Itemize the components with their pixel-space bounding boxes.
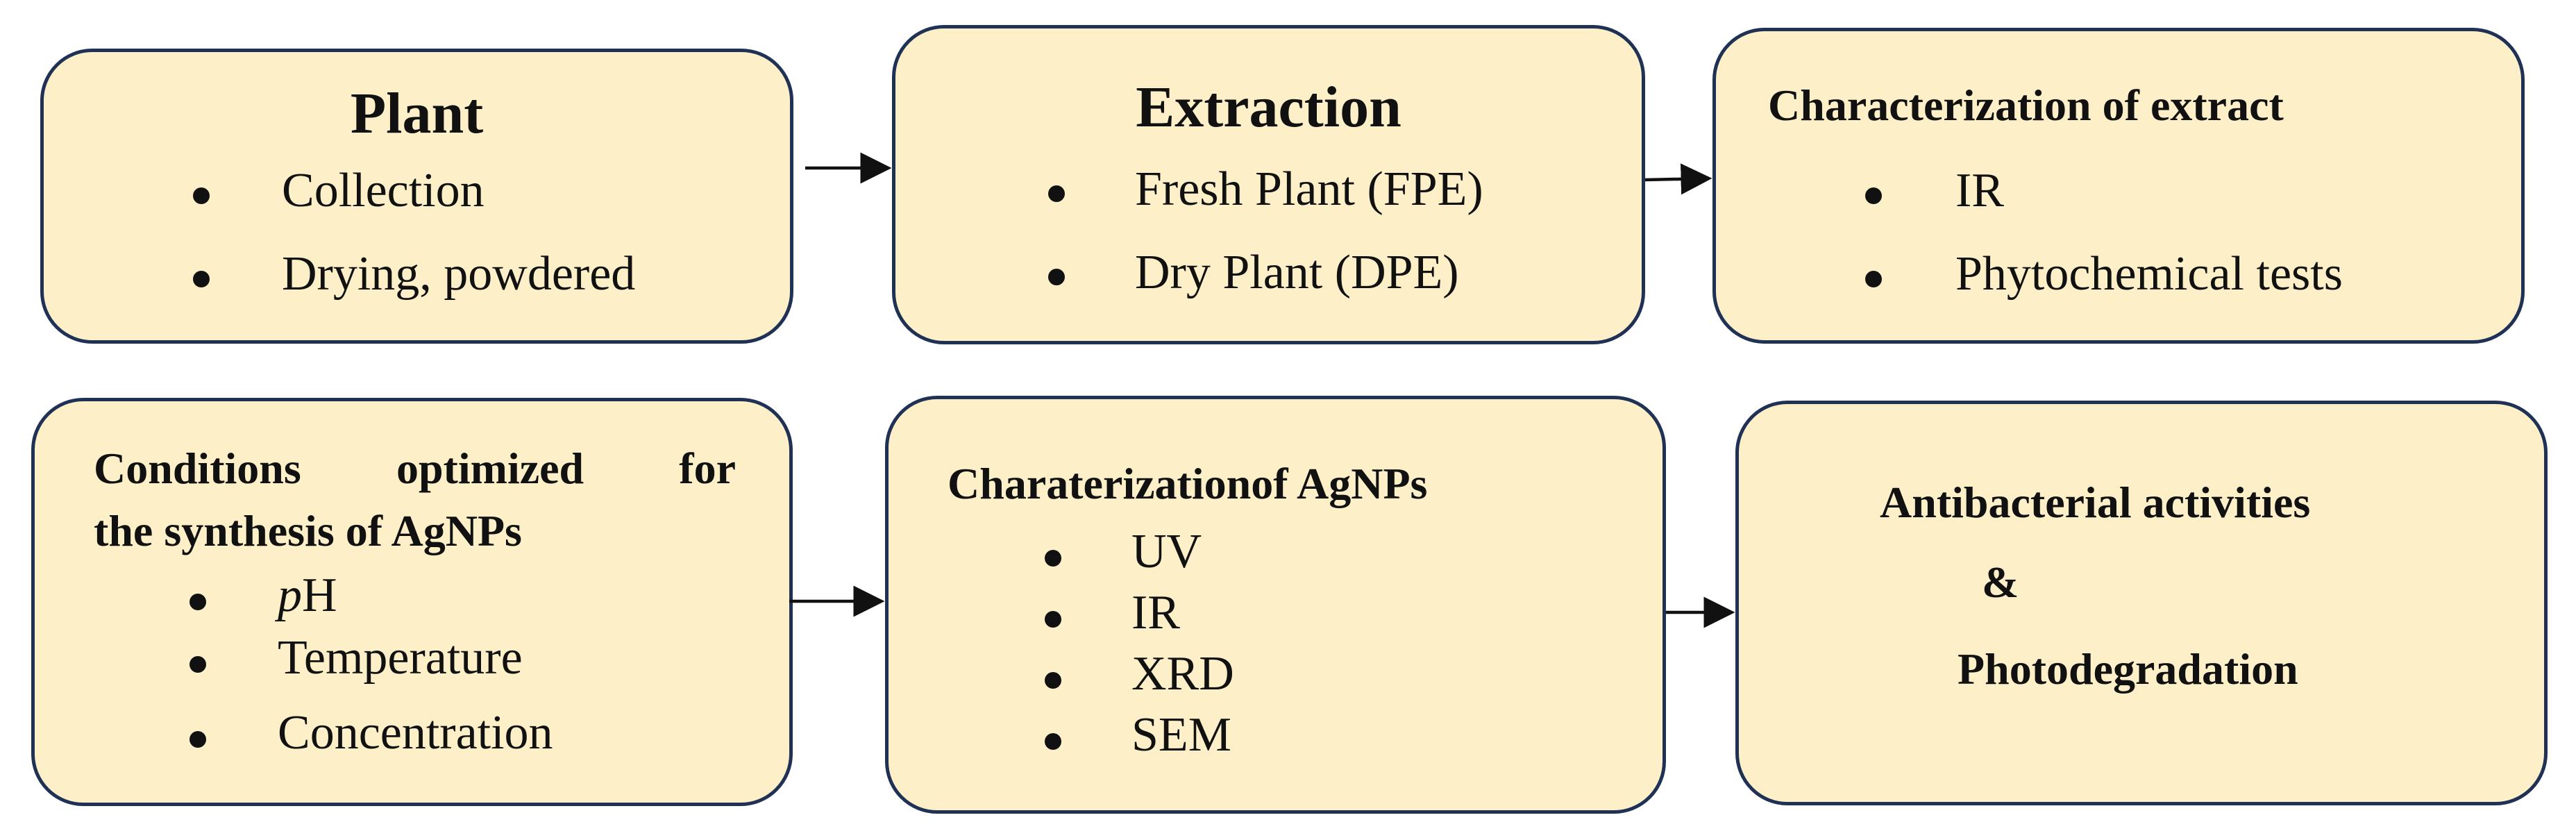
plant-item-collection: Collection (282, 164, 485, 217)
conditions-item-temperature: Temperature (278, 631, 523, 685)
conditions-item-ph: pH (278, 569, 337, 622)
ph-prefix: p (278, 569, 302, 622)
plant-box: Plant Collection Drying, powdered (40, 49, 793, 344)
outcomes-box: Antibacterial activities & Photodegradat… (1735, 401, 2548, 805)
char-agnps-item-xrd: XRD (1131, 647, 1234, 701)
extraction-title: Extraction (1136, 75, 1401, 140)
bullet-icon (1865, 271, 1882, 287)
outcomes-line3: Photodegradation (1958, 644, 2298, 694)
bullet-icon (193, 187, 210, 204)
bullet-icon (190, 731, 206, 748)
conditions-item-concentration: Concentration (278, 706, 553, 760)
bullet-icon (190, 594, 206, 610)
char-agnps-item-uv: UV (1131, 525, 1202, 578)
bullet-icon (190, 656, 206, 673)
char-extract-box: Characterization of extract IR Phytochem… (1712, 28, 2525, 344)
outcomes-line1: Antibacterial activities (1880, 478, 2311, 527)
extraction-item-fresh: Fresh Plant (FPE) (1135, 162, 1483, 216)
outcomes-line2: & (1982, 558, 2019, 607)
char-agnps-item-ir: IR (1131, 586, 1180, 639)
bullet-icon (1048, 185, 1065, 202)
char-agnps-box: Charaterizationof AgNPs UV IR XRD SEM (885, 396, 1666, 814)
conditions-title-line2: the synthesis of AgNPs (94, 506, 522, 555)
arrow-extraction-to-char-extract (1644, 163, 1712, 195)
char-extract-title: Characterization of extract (1768, 81, 2284, 130)
bullet-icon (1045, 611, 1061, 628)
bullet-icon (1045, 550, 1061, 567)
extraction-item-dry: Dry Plant (DPE) (1135, 246, 1459, 299)
bullet-icon (1045, 672, 1061, 689)
bullet-icon (1048, 269, 1065, 285)
plant-title: Plant (350, 81, 484, 146)
extraction-box: Extraction Fresh Plant (FPE) Dry Plant (… (892, 25, 1645, 344)
char-agnps-item-sem: SEM (1131, 708, 1231, 762)
conditions-box: Conditions optimized for the synthesis o… (31, 398, 793, 806)
bullet-icon (1045, 733, 1061, 750)
bullet-icon (1865, 187, 1882, 204)
char-extract-item-ir: IR (1955, 164, 2004, 217)
bullet-icon (193, 271, 210, 287)
char-extract-item-phyto: Phytochemical tests (1955, 247, 2343, 301)
conditions-title-line1: Conditions optimized for (94, 444, 736, 493)
plant-item-drying: Drying, powdered (282, 247, 636, 301)
char-agnps-title: Charaterizationof AgNPs (948, 459, 1428, 508)
